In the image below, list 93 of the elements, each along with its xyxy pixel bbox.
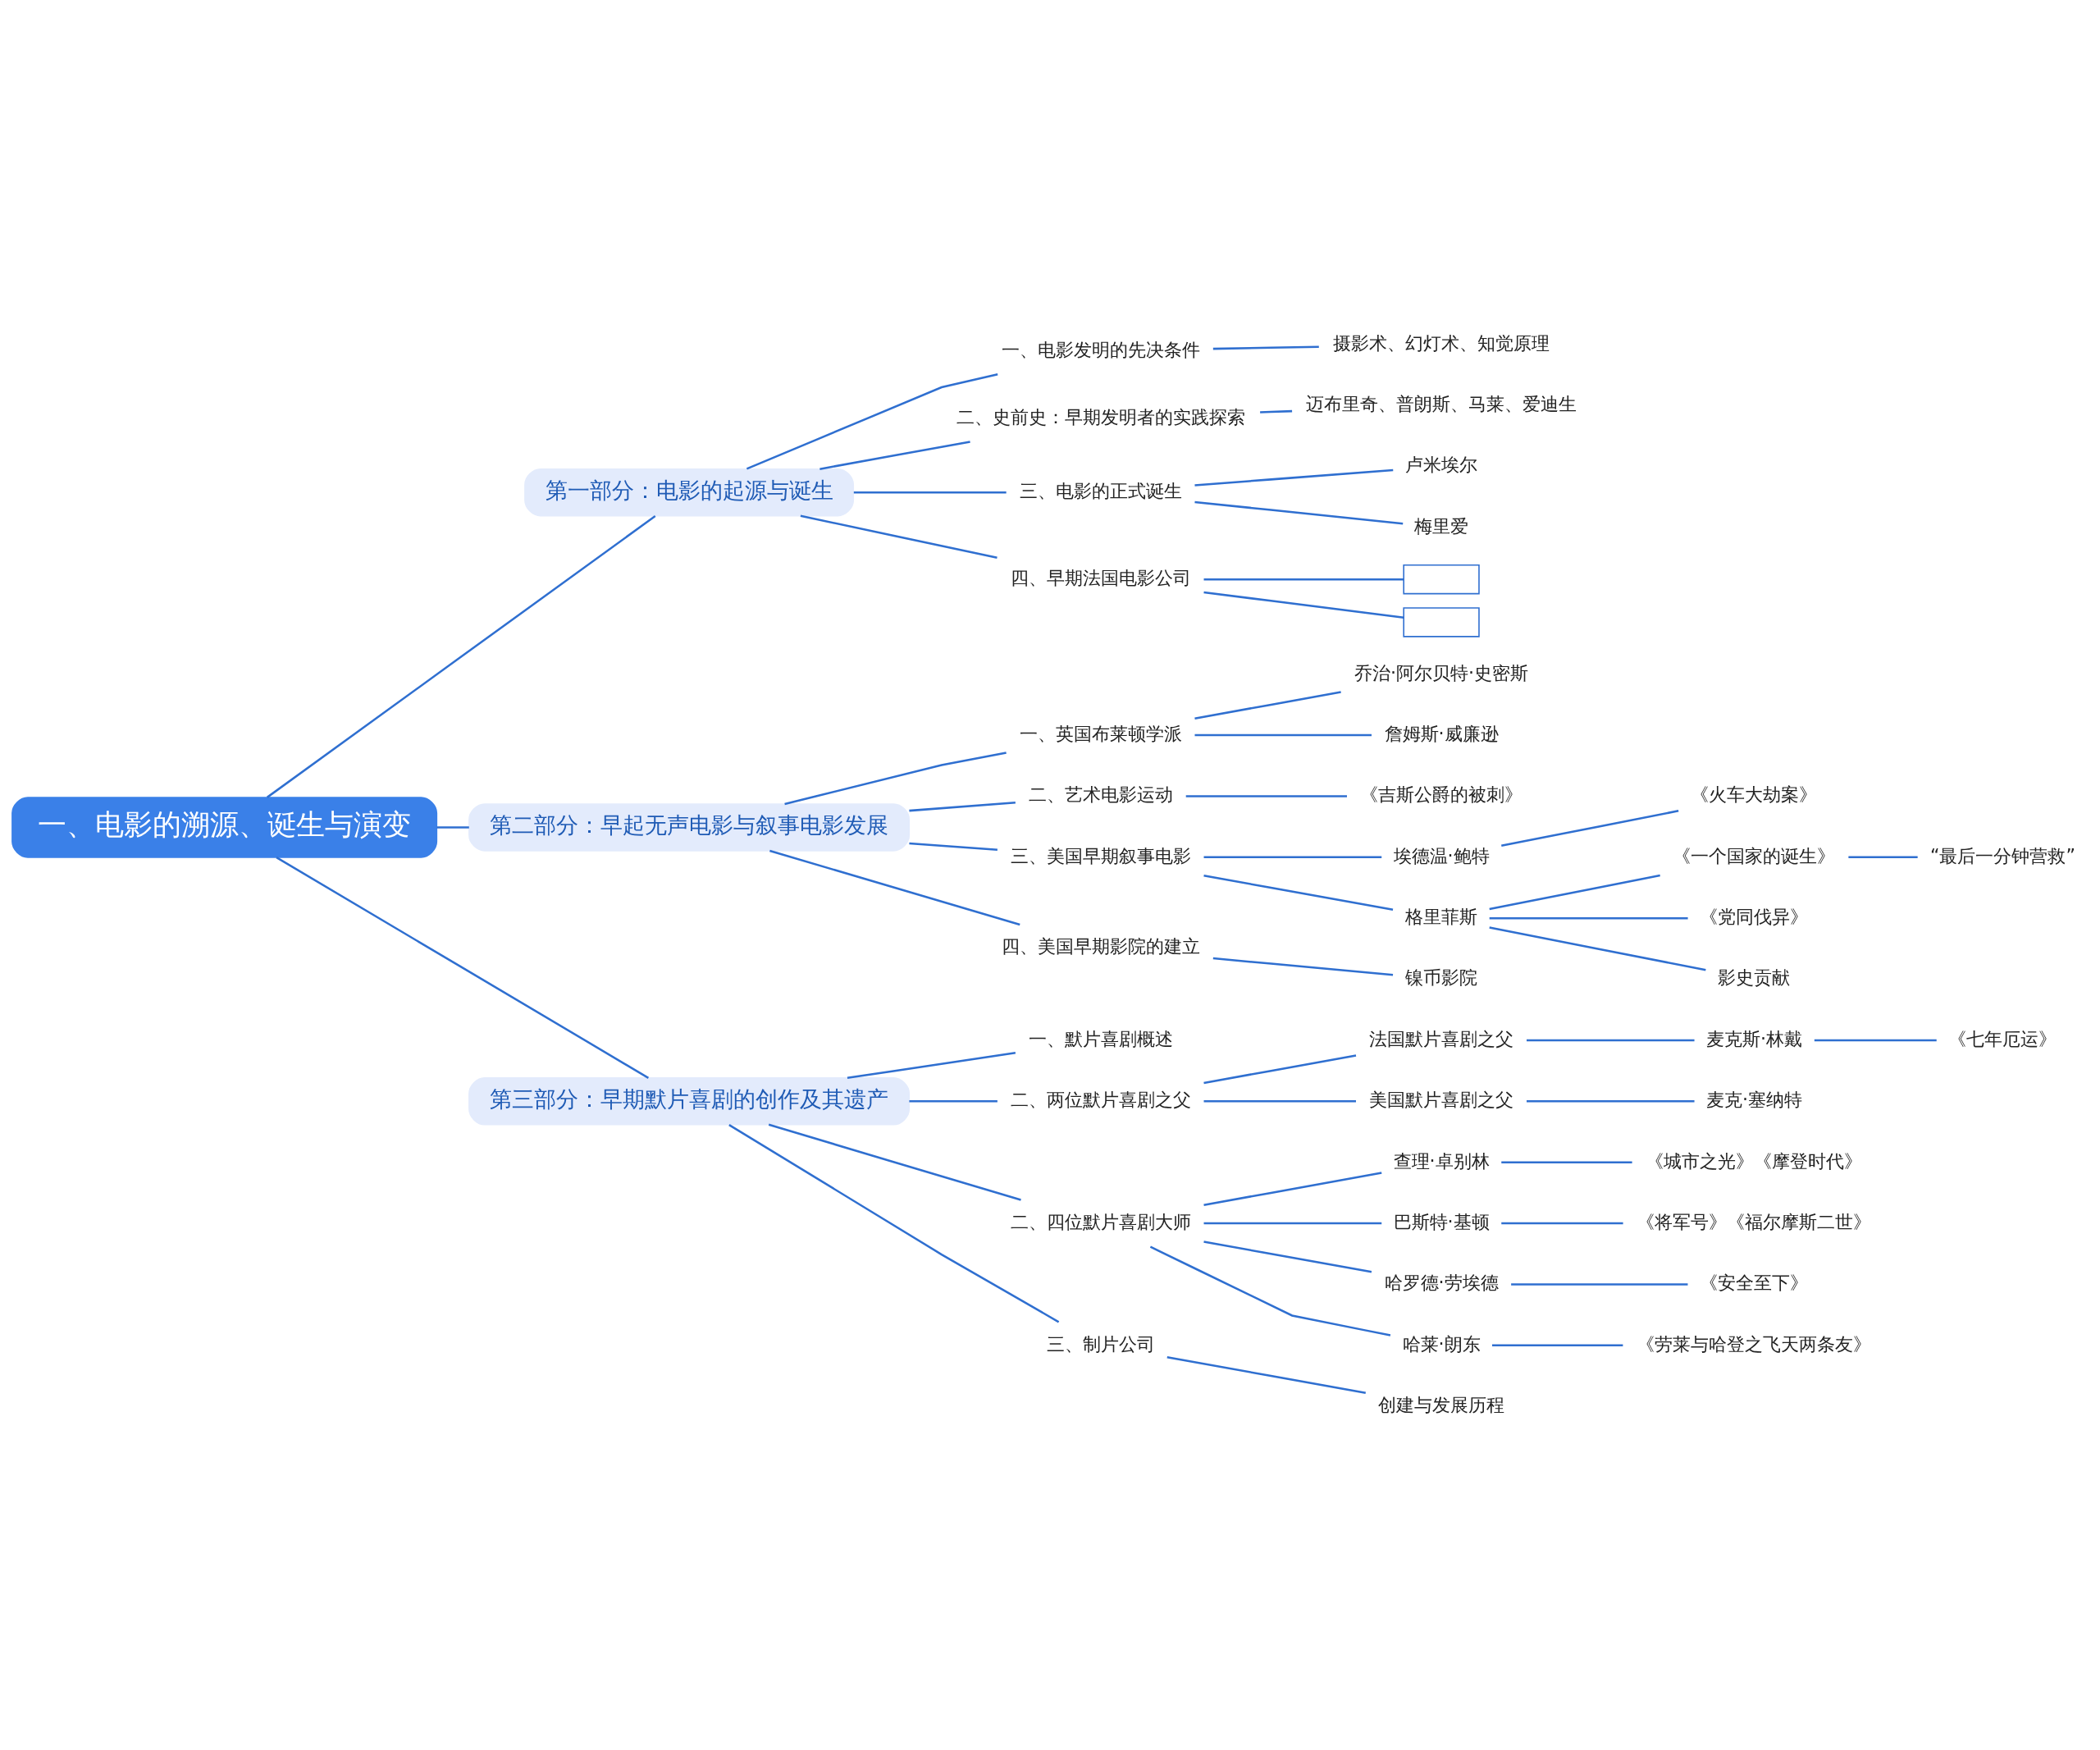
node-text: 二、史前史：早期发明者的实践探索 [956, 405, 1245, 427]
node-text: 梅里爱 [1414, 514, 1469, 537]
connector [1203, 1222, 1382, 1224]
connector [1194, 690, 1341, 720]
node-text: 摄影术、幻灯术、知觉原理 [1333, 331, 1550, 354]
connector [847, 1051, 1016, 1079]
node-text: 《七年厄运》 [1948, 1027, 2057, 1049]
connector [1203, 591, 1404, 619]
node-text: 迈布里奇、普朗斯、马莱、爱迪生 [1306, 392, 1577, 414]
connector [1492, 1344, 1623, 1346]
connector [768, 1123, 1021, 1201]
connector [1203, 856, 1382, 858]
node-box: 一、电影的溯源、诞生与演变 [11, 796, 438, 858]
connector [1185, 794, 1347, 797]
connector [436, 825, 469, 829]
connector [1203, 578, 1404, 580]
node-text: 三、电影的正式诞生 [1019, 479, 1182, 501]
connector [746, 372, 998, 470]
connector [1260, 409, 1293, 414]
node-text: 麦克·塞纳特 [1705, 1088, 1802, 1110]
connector [1814, 1039, 1937, 1041]
connector [1166, 1355, 1366, 1394]
connector [1501, 1222, 1623, 1224]
node-text: “最后一分钟营救” [1929, 844, 2075, 866]
node-box [1403, 564, 1480, 594]
connector [800, 514, 998, 559]
connector [1511, 1282, 1688, 1286]
node-text: 影史贡献 [1718, 966, 1791, 988]
node-text: 创建与发展历程 [1378, 1393, 1505, 1415]
node-text: 一、默片喜剧概述 [1028, 1027, 1173, 1049]
node-text: 查理·卓别林 [1393, 1149, 1490, 1172]
connector [1501, 1160, 1632, 1163]
connector [1149, 1245, 1391, 1336]
node-text: 一、英国布莱顿学派 [1019, 722, 1182, 744]
connector [1212, 345, 1319, 350]
node-text: 《城市之光》《摩登时代》 [1646, 1149, 1863, 1172]
node-text: 三、制片公司 [1046, 1332, 1155, 1355]
connector [1527, 1099, 1695, 1103]
connector [769, 849, 1020, 925]
connector [1203, 1240, 1372, 1273]
connector [1194, 500, 1404, 524]
node-text: 哈罗德·劳埃德 [1384, 1271, 1499, 1293]
connector [1527, 1039, 1695, 1041]
connector [1203, 1053, 1357, 1084]
node-text: 《党同伐异》 [1700, 905, 1809, 927]
connector [1489, 925, 1706, 971]
connector [1489, 916, 1688, 919]
connector [1203, 874, 1394, 911]
node-box [1403, 606, 1480, 637]
node-text: 二、两位默片喜剧之父 [1010, 1088, 1191, 1110]
node-text: 《将军号》《福尔摩斯二世》 [1637, 1210, 1872, 1232]
connector [1501, 809, 1679, 847]
node-text: 哈莱·朗东 [1402, 1332, 1481, 1355]
node-text: 四、早期法国电影公司 [1010, 566, 1191, 588]
connector [819, 440, 970, 470]
connector [1212, 957, 1394, 976]
node-text: 《吉斯公爵的被刺》 [1360, 783, 1523, 805]
node-text: 法国默片喜剧之父 [1369, 1027, 1514, 1049]
connector [1194, 468, 1394, 487]
node-box: 第二部分：早起无声电影与叙事电影发展 [468, 802, 911, 852]
node-text: 詹姆斯·威廉逊 [1384, 722, 1499, 744]
node-text: 三、美国早期叙事电影 [1010, 844, 1191, 866]
node-box: 第三部分：早期默片喜剧的创作及其遗产 [468, 1076, 911, 1126]
node-text: 格里菲斯 [1405, 905, 1478, 927]
connector [853, 491, 1007, 493]
node-text: 《一个国家的诞生》 [1673, 844, 1836, 866]
node-text: 埃德温·鲍特 [1393, 844, 1490, 866]
connector [1848, 856, 1918, 858]
node-text: 二、四位默片喜剧大师 [1010, 1210, 1191, 1232]
node-text: 卢米埃尔 [1405, 453, 1478, 475]
node-text: 麦克斯·林戴 [1705, 1027, 1802, 1049]
connector [266, 514, 656, 798]
node-text: 《劳莱与哈登之飞天两条友》 [1637, 1332, 1872, 1355]
connector [1203, 1099, 1356, 1103]
connector [909, 1099, 998, 1103]
connector [276, 856, 650, 1079]
node-text: 二、艺术电影运动 [1028, 783, 1173, 805]
connector [909, 842, 998, 851]
node-text: 《火车大劫案》 [1691, 783, 1818, 805]
node-text: 美国默片喜剧之父 [1369, 1088, 1514, 1110]
connector [1194, 733, 1372, 736]
connector [1203, 1171, 1382, 1206]
node-text: 巴斯特·基顿 [1393, 1210, 1490, 1232]
node-text: 乔治·阿尔贝特·史密斯 [1354, 661, 1529, 683]
node-text: 《安全至下》 [1700, 1271, 1809, 1293]
node-box: 第一部分：电影的起源与诞生 [524, 468, 855, 516]
connector [909, 801, 1016, 811]
connector [728, 1123, 1060, 1323]
node-text: 镍币影院 [1405, 966, 1478, 988]
node-text: 四、美国早期影院的建立 [1001, 934, 1200, 957]
node-text: 一、电影发明的先决条件 [1001, 338, 1200, 360]
connector [1489, 874, 1660, 910]
connector [784, 751, 1007, 805]
